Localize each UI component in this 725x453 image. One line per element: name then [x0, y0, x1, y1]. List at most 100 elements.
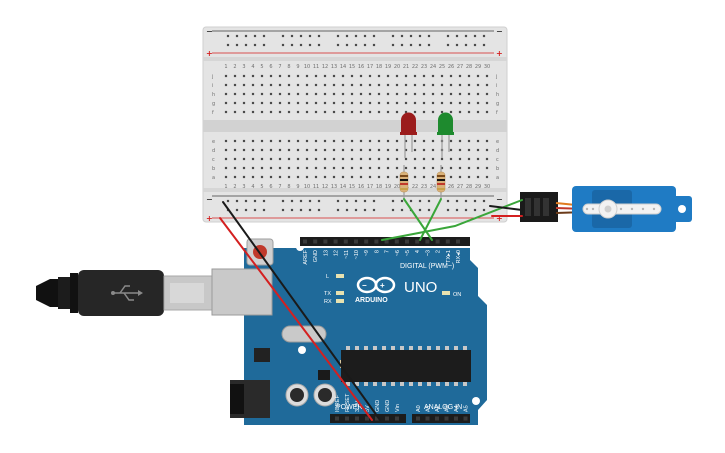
breadboard-hole[interactable]: [350, 148, 354, 152]
breadboard-hole[interactable]: [233, 110, 237, 114]
breadboard-hole[interactable]: [449, 157, 453, 161]
breadboard-hole[interactable]: [386, 92, 390, 96]
breadboard-hole[interactable]: [485, 110, 489, 114]
breadboard-hole[interactable]: [260, 157, 264, 161]
breadboard-hole[interactable]: [224, 83, 228, 87]
rail-hole[interactable]: [235, 34, 239, 38]
rail-hole[interactable]: [400, 43, 404, 47]
breadboard-hole[interactable]: [395, 110, 399, 114]
breadboard-hole[interactable]: [314, 139, 318, 143]
rail-hole[interactable]: [354, 43, 358, 47]
breadboard-hole[interactable]: [233, 148, 237, 152]
breadboard-hole[interactable]: [233, 166, 237, 170]
header-pin[interactable]: [365, 416, 369, 421]
breadboard-hole[interactable]: [467, 110, 471, 114]
breadboard-hole[interactable]: [476, 139, 480, 143]
breadboard-hole[interactable]: [431, 148, 435, 152]
breadboard-hole[interactable]: [269, 74, 273, 78]
rail-hole[interactable]: [464, 199, 468, 203]
breadboard-hole[interactable]: [449, 166, 453, 170]
breadboard-hole[interactable]: [242, 74, 246, 78]
breadboard-hole[interactable]: [242, 83, 246, 87]
breadboard-hole[interactable]: [467, 101, 471, 105]
breadboard-hole[interactable]: [278, 148, 282, 152]
breadboard-hole[interactable]: [314, 166, 318, 170]
breadboard-hole[interactable]: [476, 148, 480, 152]
breadboard-hole[interactable]: [314, 110, 318, 114]
breadboard-hole[interactable]: [323, 175, 327, 179]
rail-hole[interactable]: [345, 199, 349, 203]
breadboard-hole[interactable]: [413, 74, 417, 78]
header-pin[interactable]: [374, 239, 379, 244]
rail-hole[interactable]: [363, 199, 367, 203]
breadboard-hole[interactable]: [467, 74, 471, 78]
breadboard-hole[interactable]: [368, 74, 372, 78]
rail-hole[interactable]: [253, 34, 257, 38]
breadboard-hole[interactable]: [332, 148, 336, 152]
header-pin[interactable]: [395, 416, 399, 421]
wire-servo-ground[interactable]: [489, 205, 523, 211]
header-pin[interactable]: [416, 416, 420, 421]
breadboard-hole[interactable]: [323, 101, 327, 105]
breadboard-hole[interactable]: [368, 101, 372, 105]
breadboard-hole[interactable]: [341, 157, 345, 161]
breadboard-hole[interactable]: [449, 92, 453, 96]
breadboard-hole[interactable]: [323, 74, 327, 78]
rail-hole[interactable]: [235, 199, 239, 203]
rail-hole[interactable]: [290, 208, 294, 212]
rail-hole[interactable]: [262, 199, 266, 203]
breadboard-hole[interactable]: [368, 157, 372, 161]
breadboard-hole[interactable]: [386, 175, 390, 179]
header-pin[interactable]: [333, 239, 338, 244]
rail-hole[interactable]: [262, 208, 266, 212]
breadboard-hole[interactable]: [296, 110, 300, 114]
breadboard-hole[interactable]: [476, 166, 480, 170]
header-pin[interactable]: [335, 416, 339, 421]
breadboard-hole[interactable]: [296, 101, 300, 105]
breadboard-hole[interactable]: [305, 92, 309, 96]
breadboard-hole[interactable]: [431, 166, 435, 170]
breadboard-hole[interactable]: [485, 157, 489, 161]
breadboard-hole[interactable]: [287, 74, 291, 78]
breadboard-hole[interactable]: [485, 175, 489, 179]
breadboard-hole[interactable]: [296, 92, 300, 96]
breadboard-hole[interactable]: [422, 83, 426, 87]
breadboard-hole[interactable]: [476, 101, 480, 105]
breadboard-hole[interactable]: [485, 148, 489, 152]
rail-hole[interactable]: [455, 43, 459, 47]
breadboard-hole[interactable]: [449, 175, 453, 179]
rail-hole[interactable]: [409, 34, 413, 38]
rail-hole[interactable]: [372, 43, 376, 47]
rail-hole[interactable]: [235, 208, 239, 212]
breadboard-hole[interactable]: [395, 175, 399, 179]
breadboard-hole[interactable]: [341, 101, 345, 105]
breadboard-hole[interactable]: [485, 92, 489, 96]
rail-hole[interactable]: [299, 199, 303, 203]
breadboard-hole[interactable]: [314, 101, 318, 105]
rail-hole[interactable]: [244, 199, 248, 203]
breadboard-hole[interactable]: [377, 148, 381, 152]
breadboard-hole[interactable]: [467, 175, 471, 179]
rail-hole[interactable]: [363, 208, 367, 212]
breadboard-hole[interactable]: [332, 83, 336, 87]
header-pin[interactable]: [454, 416, 458, 421]
breadboard-hole[interactable]: [422, 157, 426, 161]
breadboard-hole[interactable]: [260, 83, 264, 87]
breadboard-hole[interactable]: [260, 92, 264, 96]
rail-hole[interactable]: [308, 199, 312, 203]
breadboard-hole[interactable]: [332, 139, 336, 143]
breadboard-hole[interactable]: [350, 92, 354, 96]
breadboard-hole[interactable]: [287, 139, 291, 143]
header-pin[interactable]: [354, 239, 358, 244]
header-pin[interactable]: [394, 239, 399, 244]
breadboard-hole[interactable]: [305, 166, 309, 170]
breadboard-hole[interactable]: [476, 92, 480, 96]
rail-hole[interactable]: [363, 34, 367, 38]
breadboard-hole[interactable]: [458, 157, 462, 161]
rail-hole[interactable]: [281, 43, 285, 47]
rail-hole[interactable]: [455, 199, 459, 203]
breadboard-hole[interactable]: [350, 175, 354, 179]
breadboard-hole[interactable]: [422, 148, 426, 152]
header-pin[interactable]: [364, 239, 369, 244]
breadboard-hole[interactable]: [323, 166, 327, 170]
